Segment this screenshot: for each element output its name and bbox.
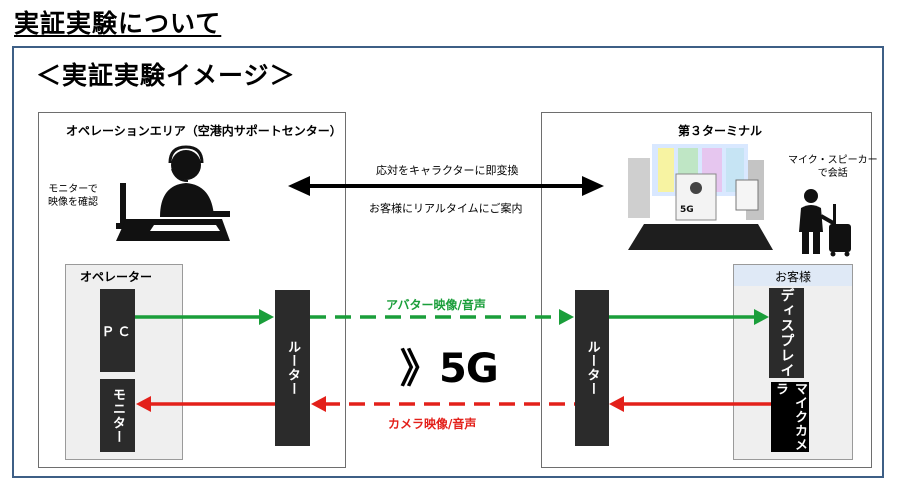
router-right: ルーター xyxy=(575,290,609,446)
mic-speaker-note: マイク・スピーカー で会話 xyxy=(788,155,878,179)
bidirectional-arrow xyxy=(288,176,604,196)
monitor-note: モニターで 映像を確認 xyxy=(48,184,98,208)
terminal-booth-image: 5G xyxy=(618,140,783,255)
top-arrow-text-1: 応対をキャラクターに即変換 xyxy=(376,164,519,177)
operator-box-title: オペレーター xyxy=(80,270,153,284)
customer-icon xyxy=(799,189,851,257)
diagram-frame xyxy=(12,46,884,478)
red-arrow-label: カメラ映像/音声 xyxy=(388,417,477,431)
monitor-box: モニター xyxy=(100,379,135,452)
mic-camera-box: マイクカメラ xyxy=(771,382,809,452)
page-title: 実証実験について xyxy=(14,9,222,38)
diagram-title: ＜実証実験イメージ＞ xyxy=(36,61,296,90)
pc-box: ＰＣ xyxy=(100,289,135,372)
booth-sign-text: 5G xyxy=(680,205,694,215)
customer-box-header xyxy=(734,265,852,286)
terminal-title: 第３ターミナル xyxy=(678,124,763,138)
display-box: ディスプレイ xyxy=(769,288,804,378)
green-arrow-label: アバター映像/音声 xyxy=(386,298,486,312)
operation-area-title: オペレーションエリア（空港内サポートセンター） xyxy=(66,124,342,138)
router-left: ルーター xyxy=(275,290,310,446)
top-arrow-text-2: お客様にリアルタイムにご案内 xyxy=(369,202,523,215)
5g-logo: 》5G xyxy=(400,346,499,392)
customer-box-title: お客様 xyxy=(775,270,812,284)
operator-icon xyxy=(116,145,230,241)
